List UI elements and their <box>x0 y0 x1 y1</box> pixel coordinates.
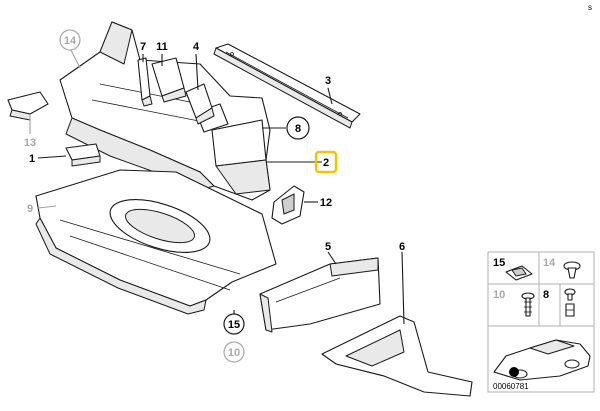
inset-clip-nut[interactable] <box>505 265 533 281</box>
inset-rivet[interactable] <box>564 288 576 317</box>
inset-callout-14: 14 <box>543 257 556 269</box>
inset-panel: 15 14 10 8 <box>487 251 595 393</box>
inset-push-rivet[interactable] <box>563 261 581 279</box>
part-13-side-piece[interactable] <box>7 91 49 121</box>
corner-mark: s <box>588 3 592 12</box>
part-6-frame[interactable] <box>321 315 473 397</box>
callout-11: 11 <box>156 41 168 53</box>
inset-car-silhouette <box>493 339 591 381</box>
inset-callout-15: 15 <box>493 257 505 269</box>
callout-1: 1 <box>29 153 35 165</box>
part-4-support[interactable] <box>185 83 215 125</box>
part-12-grommet[interactable] <box>271 185 305 225</box>
callout-6: 6 <box>399 241 405 253</box>
inset-screw[interactable] <box>521 292 535 317</box>
part-3-rail[interactable] <box>213 43 361 129</box>
callout-8: 8 <box>295 123 301 135</box>
callout-14: 14 <box>64 35 77 47</box>
diagram-code: 00060781 <box>493 382 529 391</box>
part-7-clip[interactable] <box>137 57 153 107</box>
callout-13: 13 <box>24 137 36 149</box>
callout-10: 10 <box>228 347 240 359</box>
inset-callout-10: 10 <box>493 289 505 301</box>
callout-4: 4 <box>193 41 200 53</box>
part-5-duct[interactable] <box>259 257 381 333</box>
callout-labels: 14 7 11 4 3 8 2 12 13 1 9 5 6 15 10 <box>24 29 405 363</box>
callout-3: 3 <box>325 75 331 87</box>
callout-5: 5 <box>325 241 331 253</box>
part-9-underbody-shield[interactable] <box>35 169 277 315</box>
callout-9: 9 <box>27 203 33 215</box>
location-marker <box>509 367 519 377</box>
callout-7: 7 <box>140 41 146 53</box>
part-11-bracket[interactable] <box>151 57 187 103</box>
highlight-box <box>314 150 338 174</box>
inset-callout-8: 8 <box>543 289 549 301</box>
callout-15: 15 <box>228 319 240 331</box>
callout-12: 12 <box>320 197 332 209</box>
leaders <box>29 47 405 325</box>
part-1-pad[interactable] <box>65 143 101 167</box>
callout-2: 2 <box>323 157 329 169</box>
